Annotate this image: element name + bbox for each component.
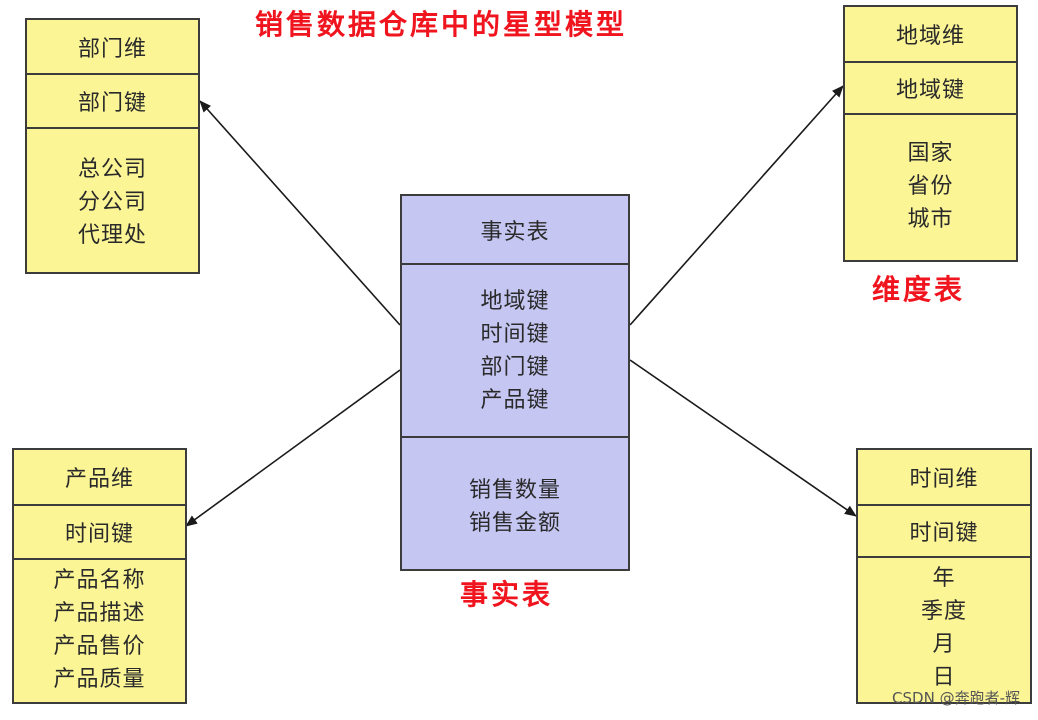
fact-table-header: 事实表 — [402, 196, 628, 265]
fact-table-keys: 地域键 时间键 部门键 产品键 — [402, 265, 628, 438]
arrow-to-region — [629, 85, 844, 326]
region-key: 地域键 — [845, 63, 1016, 115]
time-attribute: 年 — [932, 566, 956, 591]
product-key: 时间键 — [14, 506, 185, 560]
time-attribute: 月 — [932, 632, 956, 657]
time-attribute: 季度 — [920, 599, 967, 624]
time-attributes: 年 季度 月 日 — [858, 558, 1030, 702]
department-attribute: 代理处 — [77, 223, 147, 248]
fact-measure: 销售金额 — [468, 511, 561, 536]
region-dimension-table: 地域维 地域键 国家 省份 城市 — [843, 5, 1018, 262]
product-attributes: 产品名称 产品描述 产品售价 产品质量 — [14, 560, 185, 702]
fact-key: 部门键 — [480, 355, 550, 380]
dimension-table-caption: 维度表 — [872, 273, 966, 306]
fact-table-measures: 销售数量 销售金额 — [402, 438, 628, 569]
time-dimension-name: 时间维 — [858, 450, 1030, 506]
product-attribute: 产品描述 — [53, 601, 146, 626]
region-attribute: 国家 — [907, 141, 954, 166]
arrow-to-time — [629, 359, 857, 517]
product-attribute: 产品质量 — [53, 667, 146, 692]
department-dimension-name: 部门维 — [27, 20, 198, 75]
watermark: CSDN @奔跑者-辉 — [892, 689, 1020, 707]
product-attribute: 产品名称 — [53, 568, 146, 593]
department-dimension-table: 部门维 部门键 总公司 分公司 代理处 — [25, 18, 200, 274]
time-attribute: 日 — [932, 665, 956, 690]
fact-key: 产品键 — [480, 388, 550, 413]
fact-measure: 销售数量 — [468, 478, 561, 503]
fact-key: 时间键 — [480, 322, 550, 347]
region-attribute: 城市 — [907, 207, 954, 232]
department-attributes: 总公司 分公司 代理处 — [27, 129, 198, 272]
product-dimension-table: 产品维 时间键 产品名称 产品描述 产品售价 产品质量 — [12, 448, 187, 704]
region-attribute: 省份 — [907, 174, 954, 199]
fact-key: 地域键 — [480, 289, 550, 314]
region-dimension-name: 地域维 — [845, 7, 1016, 63]
product-dimension-name: 产品维 — [14, 450, 185, 506]
department-attribute: 总公司 — [77, 157, 147, 182]
diagram-title: 销售数据仓库中的星型模型 — [255, 8, 628, 41]
product-attribute: 产品售价 — [53, 634, 146, 659]
department-key: 部门键 — [27, 75, 198, 129]
arrow-to-product — [185, 369, 401, 527]
time-key: 时间键 — [858, 506, 1030, 558]
arrow-to-department — [199, 100, 401, 326]
region-attributes: 国家 省份 城市 — [845, 115, 1016, 260]
fact-table: 事实表 地域键 时间键 部门键 产品键 销售数量 销售金额 — [400, 194, 630, 571]
fact-table-caption: 事实表 — [460, 578, 554, 611]
time-dimension-table: 时间维 时间键 年 季度 月 日 — [856, 448, 1032, 704]
department-attribute: 分公司 — [77, 190, 147, 215]
